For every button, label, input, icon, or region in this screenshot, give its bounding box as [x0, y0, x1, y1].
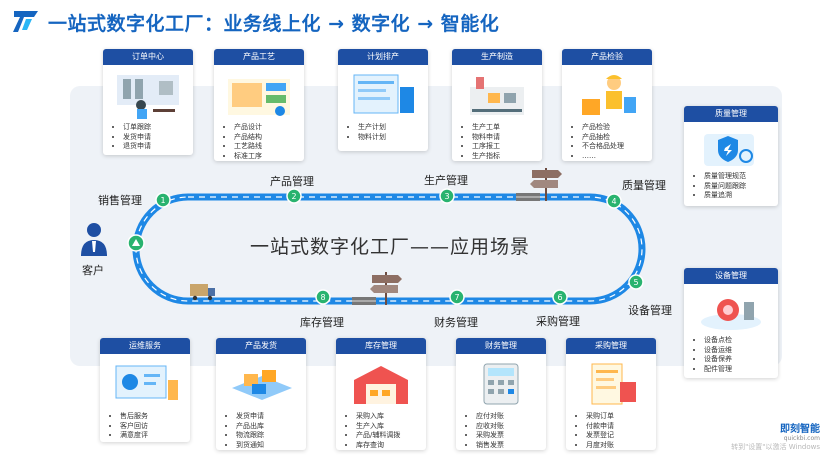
center-title: 一站式数字化工厂——应用场景 — [250, 236, 531, 258]
card-shipping: 产品发货 发货申请 产品出库 物流跟踪 到货通知 — [216, 338, 306, 450]
page-title: 一站式数字化工厂：业务线上化 → 数字化 → 智能化 — [48, 13, 500, 35]
equipment-illustration-icon — [690, 288, 772, 334]
card-finance: 财务管理 应付对账 应收对账 采购发票 销售发票 — [456, 338, 546, 450]
blueprint-illustration-icon — [220, 69, 298, 121]
card-header: 运维服务 — [100, 338, 190, 354]
node-label-inventory: 库存管理 — [300, 316, 344, 329]
calculator-icon — [462, 358, 540, 410]
card-planning: 计划排产 生产计划 物料计划 — [338, 49, 428, 151]
node-label-product: 产品管理 — [270, 175, 314, 188]
service-dashboard-icon — [106, 358, 184, 410]
watermark-text: 转到"设置"以激活 Windows — [731, 443, 820, 451]
card-header: 产品工艺 — [214, 49, 304, 65]
card-inspection: 产品检验 产品检验 产品抽检 不合格品处理 …… — [562, 49, 652, 161]
card-manufacturing: 生产制造 生产工单 物料申请 工序报工 生产指标 — [452, 49, 542, 161]
customer-icon — [81, 223, 107, 256]
shipping-boxes-icon — [222, 358, 300, 410]
truck-icon — [190, 284, 215, 301]
watermark-brand: 即刻智能 — [780, 424, 820, 435]
card-header: 质量管理 — [684, 106, 778, 122]
watermark-domain: quickbi.com — [783, 435, 820, 442]
card-header: 计划排产 — [338, 49, 428, 65]
card-header: 生产制造 — [452, 49, 542, 65]
schedule-illustration-icon — [344, 69, 422, 121]
card-equipment: 设备管理 设备点检 设备运维 设备保养 配件管理 — [684, 268, 778, 378]
card-inventory: 库存管理 采购入库 生产入库 产品/辅料调拨 库存查询 — [336, 338, 426, 450]
svg-text:6: 6 — [557, 293, 562, 302]
svg-text:5: 5 — [633, 278, 638, 287]
customer-label: 客户 — [82, 264, 104, 277]
signpost-icon — [352, 272, 402, 305]
node-label-purchase: 采购管理 — [536, 315, 580, 328]
node-5: 5 — [628, 274, 644, 290]
svg-text:4: 4 — [611, 197, 616, 206]
gate-icon — [516, 168, 562, 201]
node-label-finance: 财务管理 — [434, 316, 478, 329]
svg-text:2: 2 — [291, 192, 296, 201]
purchase-order-icon — [572, 358, 650, 410]
node-label-equipment: 设备管理 — [628, 304, 672, 317]
start-arrow-icon — [132, 239, 140, 246]
svg-text:1: 1 — [160, 196, 165, 205]
card-header: 订单中心 — [103, 49, 193, 65]
factory-illustration-icon — [458, 69, 536, 121]
node-label-quality: 质量管理 — [622, 179, 666, 192]
card-header: 财务管理 — [456, 338, 546, 354]
node-2: 2 — [286, 188, 302, 204]
card-header: 采购管理 — [566, 338, 656, 354]
warehouse-icon — [342, 358, 420, 410]
logo-icon — [13, 11, 38, 32]
node-label-production: 生产管理 — [424, 174, 468, 187]
node-6: 6 — [552, 289, 568, 305]
watermark: 即刻智能 quickbi.com 转到"设置"以激活 Windows — [731, 420, 820, 452]
inspector-illustration-icon — [568, 69, 646, 121]
svg-text:8: 8 — [320, 293, 325, 302]
office-illustration-icon — [109, 69, 187, 121]
svg-text:7: 7 — [454, 293, 459, 302]
card-header: 产品检验 — [562, 49, 652, 65]
quality-shield-icon — [690, 126, 772, 170]
svg-text:3: 3 — [444, 192, 449, 201]
node-label-sales: 销售管理 — [98, 194, 142, 207]
card-header: 产品发货 — [216, 338, 306, 354]
card-purchase: 采购管理 采购订单 付款申请 发票登记 月度对账 — [566, 338, 656, 450]
node-7: 7 — [449, 289, 465, 305]
card-product-process: 产品工艺 产品设计 产品结构 工艺路线 标准工序 — [214, 49, 304, 161]
card-header: 库存管理 — [336, 338, 426, 354]
card-quality: 质量管理 质量管理规范 质量问题跟踪 质量追溯 — [684, 106, 778, 206]
node-4: 4 — [606, 193, 622, 209]
card-maintenance: 运维服务 售后服务 客户回访 满意度评 — [100, 338, 190, 442]
card-header: 设备管理 — [684, 268, 778, 284]
card-order-center: 订单中心 订单跟踪 发货申请 退货申请 — [103, 49, 193, 155]
header: 一站式数字化工厂：业务线上化 → 数字化 → 智能化 — [0, 0, 828, 44]
node-8: 8 — [315, 289, 331, 305]
node-1: 1 — [155, 192, 171, 208]
node-3: 3 — [439, 188, 455, 204]
